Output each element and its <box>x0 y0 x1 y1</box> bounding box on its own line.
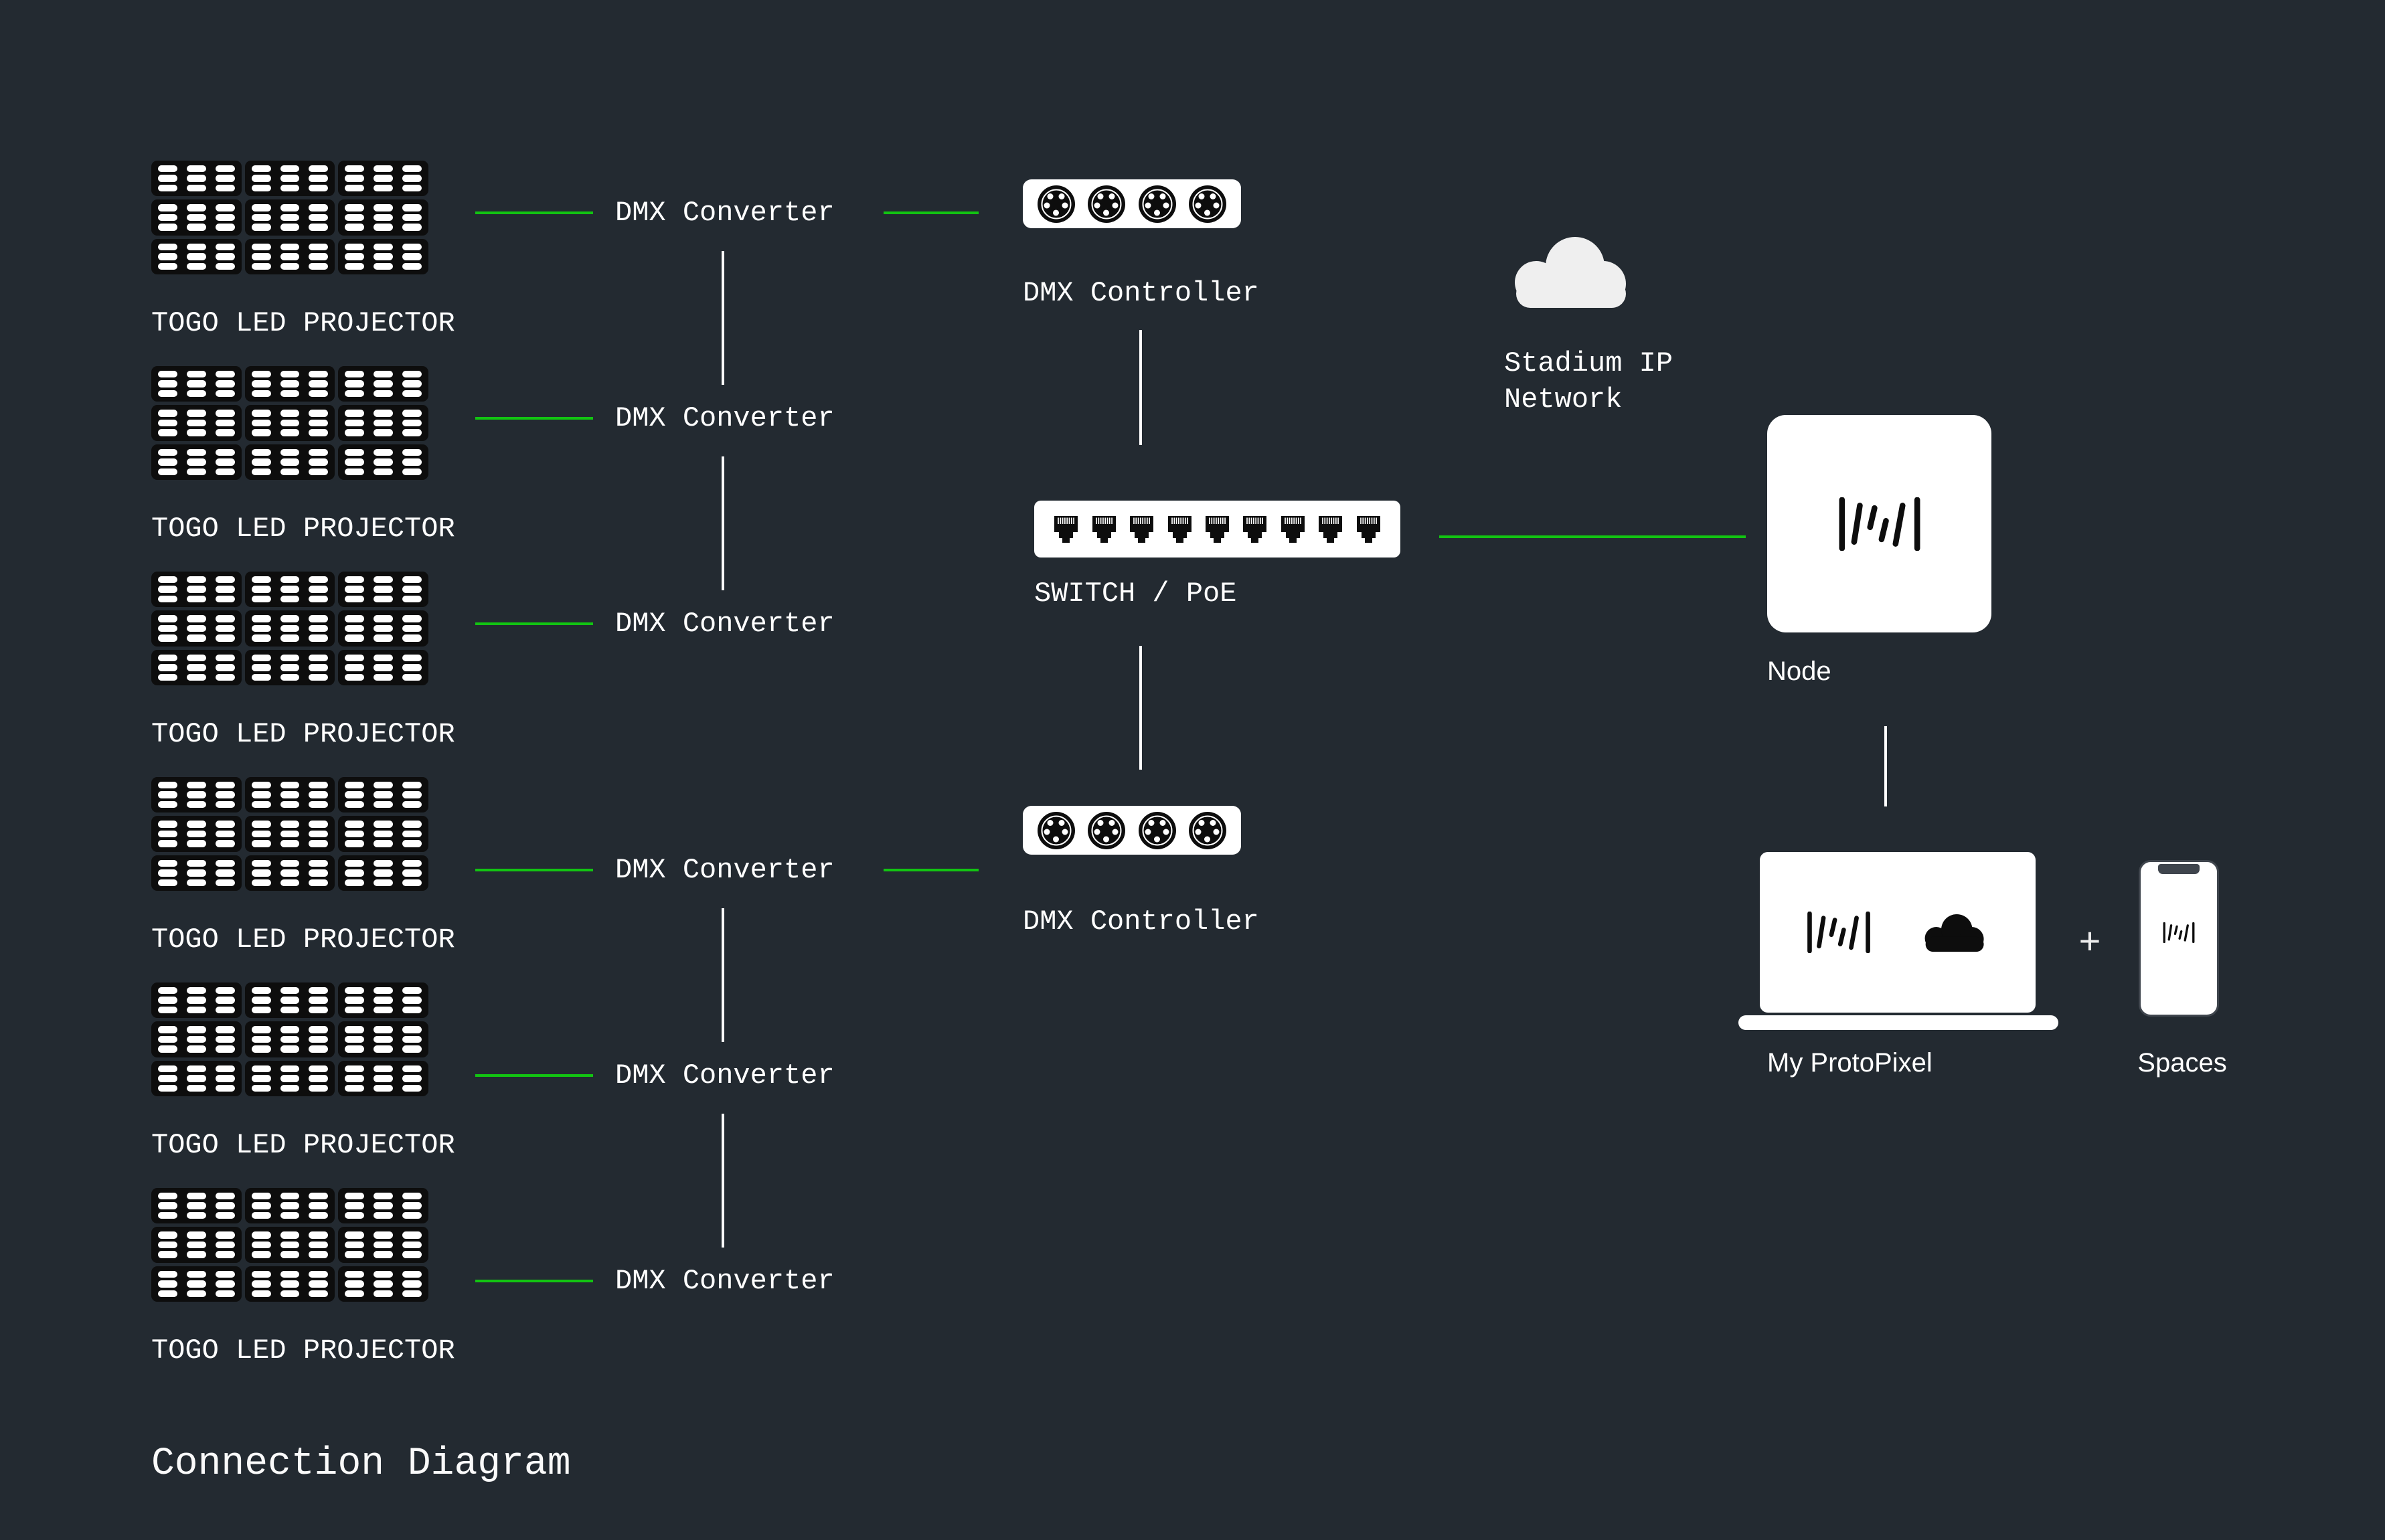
led-projector <box>151 1188 428 1302</box>
node-device <box>1767 415 1991 632</box>
stadium-network-label-line2: Network <box>1504 383 1623 416</box>
diagram-title: Connection Diagram <box>151 1442 571 1486</box>
dmx-converter-label: DMX Converter <box>615 197 835 229</box>
dmx-controller-device <box>1023 179 1241 228</box>
led-projector <box>151 982 428 1096</box>
projector-label: TOGO LED PROJECTOR <box>151 718 455 750</box>
projector-label: TOGO LED PROJECTOR <box>151 513 455 545</box>
cable-white-line <box>1139 330 1142 445</box>
cloud-icon <box>1918 911 1989 954</box>
protopixel-logo-icon <box>1838 497 1921 551</box>
led-projector <box>151 161 428 274</box>
cable-white-line <box>722 1114 724 1248</box>
node-label: Node <box>1767 657 1831 686</box>
dmx-controller-label: DMX Controller <box>1023 906 1259 938</box>
phone-icon <box>2139 860 2219 1017</box>
dmx-converter-label: DMX Converter <box>615 608 835 640</box>
cable-white-line <box>722 908 724 1042</box>
dmx-converter-label: DMX Converter <box>615 1059 835 1092</box>
cable-white-line <box>722 251 724 385</box>
protopixel-logo-icon <box>2163 922 2195 943</box>
cable-green-line <box>475 622 593 625</box>
cloud-icon <box>1501 232 1635 311</box>
dmx-converter-label: DMX Converter <box>615 402 835 434</box>
projector-label: TOGO LED PROJECTOR <box>151 307 455 339</box>
cable-white-line <box>1139 646 1142 770</box>
projector-label: TOGO LED PROJECTOR <box>151 924 455 956</box>
cable-white-line <box>722 456 724 590</box>
led-projector <box>151 366 428 480</box>
laptop-label: My ProtoPixel <box>1767 1048 1932 1078</box>
dmx-converter-label: DMX Converter <box>615 854 835 886</box>
dmx-controller-label: DMX Controller <box>1023 277 1259 309</box>
protopixel-logo-icon <box>1807 912 1871 953</box>
led-projector <box>151 572 428 685</box>
switch-label: SWITCH / PoE <box>1034 578 1237 610</box>
phone-label: Spaces <box>2137 1048 2227 1078</box>
cable-green-line <box>475 211 593 214</box>
cable-green-line <box>475 869 593 871</box>
cable-green-line <box>884 869 979 871</box>
cable-green-line <box>475 1074 593 1077</box>
stadium-network-label-line1: Stadium IP <box>1504 347 1673 379</box>
laptop-icon <box>1760 852 2036 1013</box>
projector-label: TOGO LED PROJECTOR <box>151 1335 455 1367</box>
laptop-base <box>1738 1015 2058 1030</box>
cable-green-line <box>884 211 979 214</box>
cable-white-line <box>1884 726 1887 806</box>
dmx-converter-label: DMX Converter <box>615 1265 835 1297</box>
cable-green-line <box>475 1280 593 1282</box>
dmx-controller-device <box>1023 806 1241 855</box>
projector-label: TOGO LED PROJECTOR <box>151 1129 455 1161</box>
phone-notch <box>2158 864 2200 874</box>
network-switch-device <box>1034 501 1400 558</box>
cable-green-line <box>1439 535 1746 538</box>
led-projector <box>151 777 428 891</box>
cable-green-line <box>475 417 593 420</box>
plus-sign: + <box>2078 920 2101 962</box>
